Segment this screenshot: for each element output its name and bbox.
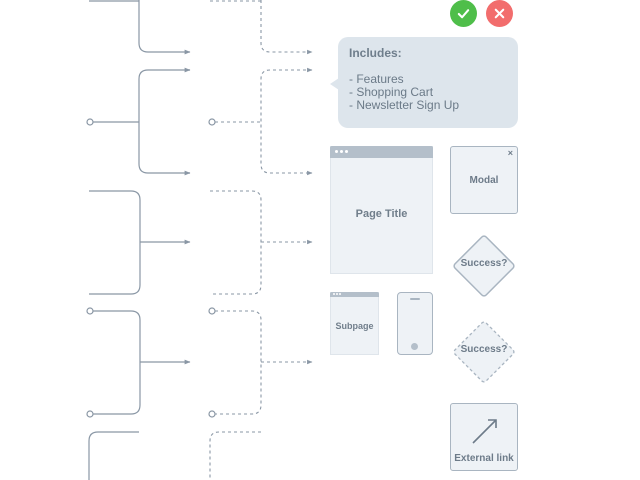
dashed-start-node-3 xyxy=(208,410,216,418)
solid-connector-5 xyxy=(88,431,139,480)
callout-tail xyxy=(330,78,339,90)
accept-button[interactable] xyxy=(450,0,477,27)
callout-item: - Newsletter Sign Up xyxy=(349,98,460,112)
dashed-connector-1 xyxy=(210,0,313,55)
dashed-start-node-1 xyxy=(208,118,216,126)
dashed-connector-2 xyxy=(215,69,312,174)
external-link-shape[interactable]: External link xyxy=(450,403,518,471)
solid-start-node-1 xyxy=(86,118,94,126)
dashed-connector-3 xyxy=(210,190,313,295)
callout-item: - Shopping Cart xyxy=(349,85,434,99)
subpage-shape[interactable]: Subpage xyxy=(330,292,379,355)
modal-close-icon: × xyxy=(507,148,513,158)
diamond-shape xyxy=(453,235,515,297)
modal-shape[interactable]: × Modal xyxy=(450,146,518,214)
solid-connector-4 xyxy=(93,310,191,415)
solid-connector-3 xyxy=(89,190,191,295)
callout-heading: Includes: xyxy=(349,46,402,60)
page-shape[interactable]: Page Title xyxy=(330,146,433,274)
includes-callout[interactable]: Includes: - Features - Shopping Cart - N… xyxy=(338,37,518,128)
subpage-label: Subpage xyxy=(335,321,374,331)
dashed-connector-4 xyxy=(215,310,313,415)
arrow-up-right-icon xyxy=(472,419,497,444)
phone-speaker xyxy=(410,298,420,300)
decision-label: Success? xyxy=(460,344,508,355)
solid-connector-1 xyxy=(89,0,191,55)
diamond-shape xyxy=(453,321,515,383)
callout-item: - Features xyxy=(349,72,404,86)
external-link-label: External link xyxy=(454,453,514,464)
close-icon xyxy=(494,8,505,19)
solid-connector-2 xyxy=(93,67,191,176)
check-icon xyxy=(457,9,470,19)
decision-label: Success? xyxy=(460,258,508,269)
decision-diamond-dashed[interactable]: Success? xyxy=(448,316,520,388)
decision-diamond-solid[interactable]: Success? xyxy=(448,230,520,302)
dashed-start-node-2 xyxy=(208,307,216,315)
window-title-bar xyxy=(330,146,433,158)
phone-home-button xyxy=(411,343,418,350)
solid-start-node-2 xyxy=(86,307,94,315)
page-title: Page Title xyxy=(355,208,408,220)
mobile-phone-icon[interactable] xyxy=(397,292,433,355)
solid-start-node-3 xyxy=(86,410,94,418)
reject-button[interactable] xyxy=(486,0,513,27)
dashed-connector-5 xyxy=(209,431,261,480)
modal-label: Modal xyxy=(469,174,499,186)
window-title-bar xyxy=(330,292,379,297)
